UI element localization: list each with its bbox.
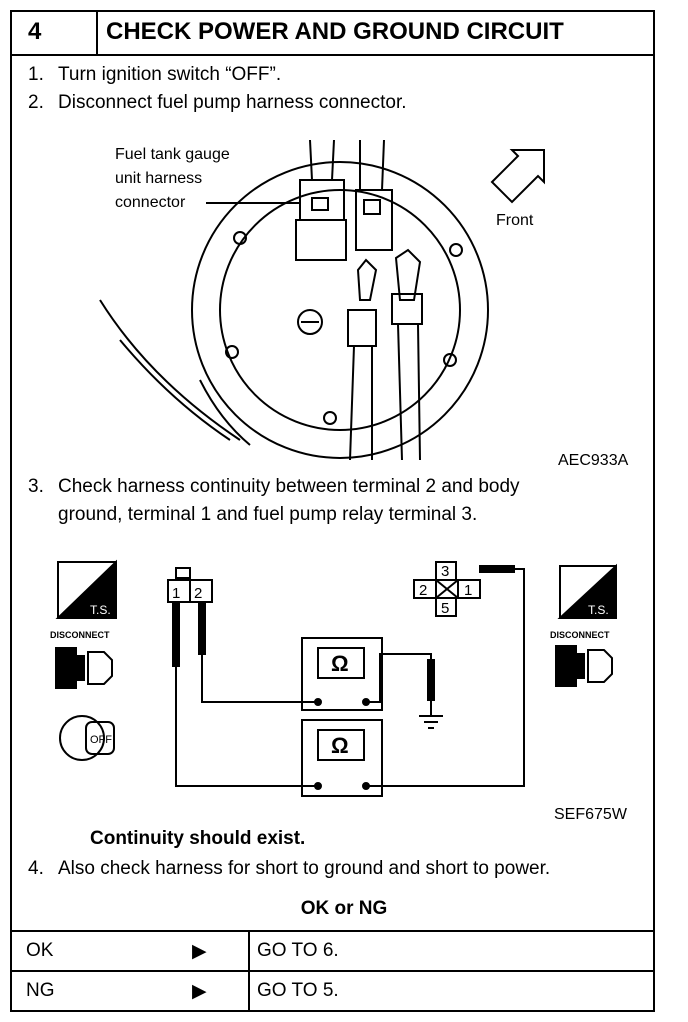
decision-title: OK or NG — [300, 898, 388, 919]
step-3-text-line1: Check harness continuity between termina… — [58, 476, 520, 497]
step-4: 4. Also check harness for short to ground… — [28, 858, 550, 880]
figure1-code: AEC933A — [558, 452, 629, 469]
decision-ng-cond: NG — [26, 980, 55, 1001]
step-3: 3. Check harness continuity between termi… — [28, 476, 520, 498]
procedure-frame — [10, 10, 655, 1012]
step-3-text-line2: ground, terminal 1 and fuel pump relay t… — [58, 504, 478, 525]
step-1: 1. Turn ignition switch “OFF”. — [28, 64, 281, 86]
ohmmeter-1-symbol: Ω — [331, 651, 349, 676]
decision-row-ng: NG ▶ GO TO 5. — [10, 972, 655, 1012]
step-3-number: 3. — [28, 476, 44, 497]
decision-ng-action: GO TO 5. — [257, 980, 339, 1001]
front-label: Front — [496, 212, 534, 229]
decision-ok-cond: OK — [26, 940, 54, 961]
relay-pin-1: 1 — [464, 582, 472, 599]
step-number: 4 — [10, 10, 98, 54]
step-2: 2. Disconnect fuel pump harness connector… — [28, 92, 407, 114]
harness-pin-1: 1 — [172, 585, 180, 602]
ts-label-left: T.S. — [90, 603, 111, 617]
step-1-text: Turn ignition switch “OFF”. — [58, 64, 282, 85]
step-2-number: 2. — [28, 92, 44, 113]
decision-ng-arrow: ▶ — [192, 981, 207, 1002]
continuity-note: Continuity should exist. — [90, 828, 306, 849]
step-1-number: 1. — [28, 64, 44, 85]
relay-pin-5: 5 — [441, 600, 449, 617]
connector-label-line3: connector — [115, 194, 186, 211]
figure2-code: SEF675W — [554, 806, 627, 823]
step-header: 4 CHECK POWER AND GROUND CIRCUIT — [10, 10, 655, 56]
ohmmeter-2-symbol: Ω — [331, 733, 349, 758]
disconnect-label-left: DISCONNECT — [50, 630, 110, 640]
connector-label-line1: Fuel tank gauge — [115, 146, 230, 163]
connector-label-line2: unit harness — [115, 170, 203, 187]
key-off-label: OFF — [90, 734, 112, 746]
ts-label-right: T.S. — [588, 603, 609, 617]
decision-divider — [248, 932, 250, 1012]
decision-row-ok: OK ▶ GO TO 6. — [10, 932, 655, 972]
relay-pin-3: 3 — [441, 563, 449, 580]
harness-pin-2: 2 — [194, 585, 202, 602]
decision-table: OK ▶ GO TO 6. NG ▶ GO TO 5. — [10, 930, 655, 1012]
step-2-text: Disconnect fuel pump harness connector. — [58, 92, 407, 113]
relay-pin-2: 2 — [419, 582, 427, 599]
step-4-text: Also check harness for short to ground a… — [58, 858, 551, 879]
decision-ok-arrow: ▶ — [192, 941, 207, 962]
step-4-number: 4. — [28, 858, 44, 879]
decision-ok-action: GO TO 6. — [257, 940, 339, 961]
step-title: CHECK POWER AND GROUND CIRCUIT — [106, 18, 564, 45]
disconnect-label-right: DISCONNECT — [550, 630, 610, 640]
